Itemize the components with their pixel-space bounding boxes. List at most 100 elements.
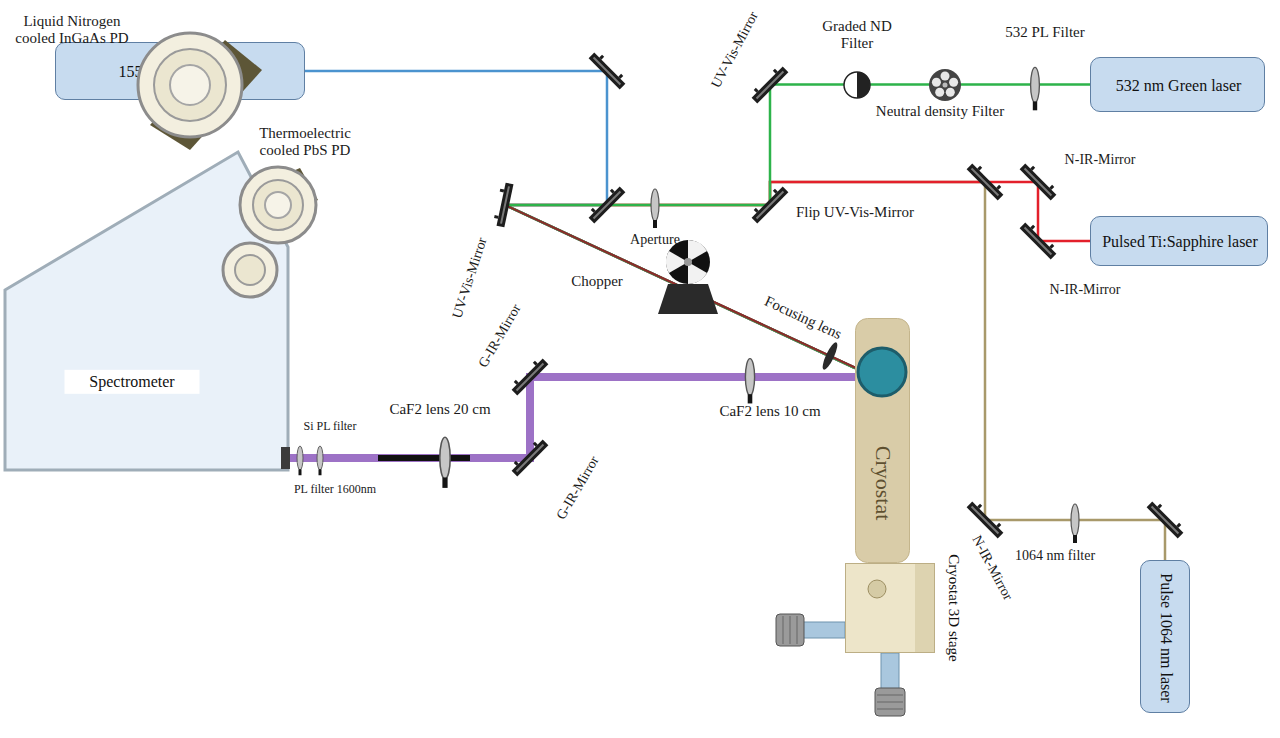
spectrometer: Spectrometer: [0, 135, 288, 475]
nd-filter-wheel: [949, 78, 958, 87]
stage-knob: [881, 653, 899, 691]
nd-filter-wheel: [941, 72, 950, 81]
graded-nd-filter: [844, 72, 870, 98]
cryostat: Cryostat: [855, 318, 910, 563]
laser-beam: [288, 377, 855, 458]
node-label: 532 nm Green laser: [1116, 76, 1242, 94]
knob-ridge: [877, 709, 903, 710]
spectrometer-housing: [0, 135, 288, 475]
knob-ridge: [790, 616, 791, 644]
component-label: N-IR-Mirror: [1065, 152, 1136, 168]
mirror: [1020, 161, 1060, 201]
component-label: PL filter 1600nm: [294, 483, 376, 497]
nd-filter-wheel: [929, 69, 961, 101]
pbs-detector: [253, 180, 303, 230]
laser-box: 532 nm Green laser: [1090, 57, 1265, 112]
component-label: 532 PL Filter: [1005, 24, 1084, 41]
component-label: Graded ND Filter: [815, 18, 900, 53]
node-label: Cryostat: [870, 446, 895, 521]
chopper-stand: [658, 284, 718, 314]
component-label: Focusing lens: [762, 293, 844, 344]
laser-beam: [305, 71, 855, 368]
mirror: [1020, 220, 1060, 260]
mirror: [586, 184, 626, 224]
aperture: [651, 189, 659, 228]
knob-ridge: [797, 616, 798, 644]
stage-body: [845, 563, 935, 653]
mirror: [509, 356, 549, 396]
mirror: [967, 499, 1007, 539]
stage-knob: [800, 622, 845, 638]
stage-hole: [868, 580, 886, 598]
knob-ridge: [877, 702, 903, 703]
component-label: CaF2 lens 10 cm: [719, 403, 820, 420]
node-label: Spectrometer: [65, 370, 200, 394]
lens-tube: [378, 455, 470, 461]
pl-filter: [317, 446, 323, 475]
laser-beam: [505, 182, 1165, 560]
laser-filter: [1071, 504, 1079, 543]
node-label: Pulsed Ti:Sapphire laser: [1102, 233, 1258, 251]
component-label: Chopper: [571, 273, 623, 290]
component-label: 1064 nm filter: [1015, 548, 1095, 564]
mirror: [509, 437, 549, 477]
focusing-lens: [820, 341, 840, 372]
flip-mirror: [749, 184, 789, 224]
nd-filter-wheel: [932, 78, 941, 87]
component-label: Thermoelectric cooled PbS PD: [250, 125, 360, 160]
cryostat-stage: Cryostat 3D stage: [845, 563, 935, 653]
laser-beam: [505, 85, 1090, 369]
stage-block: [846, 564, 935, 653]
component-label: N-IR-Mirror: [1050, 282, 1121, 298]
node-label: Cryostat 3D stage: [944, 554, 961, 661]
caf2-lens: [745, 359, 754, 404]
component-label: CaF2 lens 20 cm: [389, 401, 490, 418]
node-label: Pulse 1064 nm laser: [1157, 573, 1175, 702]
component-label: Flip UV-Vis-Mirror: [796, 204, 914, 221]
laser-box: Pulse 1064 nm laser: [1140, 560, 1190, 713]
excitation-beam: [505, 205, 856, 368]
stage-side: [915, 564, 934, 652]
detector-port: [235, 255, 265, 285]
component-label: G-IR-Mirror: [553, 453, 602, 522]
component-label: Neutral density Filter: [876, 103, 1004, 120]
pbs-detector: [240, 167, 316, 243]
laser-beam: [505, 182, 1090, 368]
chopper-hub: [684, 258, 692, 266]
cryostat-body: [855, 318, 910, 563]
detector-port: [223, 243, 277, 297]
component-label: UV-Vis-Mirror: [449, 235, 490, 320]
component-label: Liquid Nitrogen cooled InGaAs PD: [5, 13, 140, 48]
component-label: UV-Vis-Mirror: [708, 9, 762, 91]
caf2-lens: [440, 437, 450, 488]
nd-filter-wheel: [943, 83, 948, 88]
knob-ridge: [877, 695, 903, 696]
mirror: [967, 161, 1007, 201]
entrance-slit: [281, 447, 290, 469]
chopper-blade: [688, 262, 707, 284]
laser-box: Pulsed Ti:Sapphire laser: [1090, 216, 1268, 266]
knob-ridge: [783, 616, 784, 644]
ingaas-detector: [138, 33, 242, 137]
pl-filter: [1031, 67, 1040, 110]
graded-nd-filter: [857, 72, 870, 98]
chopper-blade: [688, 240, 707, 262]
pl-filter: [297, 446, 303, 475]
cryostat-window: [858, 348, 906, 396]
nd-filter-wheel: [935, 88, 944, 97]
cryostat-column: [856, 319, 910, 563]
ingaas-detector: [170, 65, 210, 105]
stage-knob: [776, 614, 804, 646]
nd-filter-wheel: [946, 88, 955, 97]
mirror: [493, 182, 514, 228]
component-label: N-IR-Mirror: [968, 533, 1015, 603]
mirror: [1147, 499, 1187, 539]
component-label: G-IR-Mirror: [475, 301, 524, 370]
pbs-detector: [265, 192, 291, 218]
mirror: [749, 64, 789, 104]
component-label: Aperture: [630, 232, 680, 248]
stage-knob: [875, 688, 905, 716]
component-label: Si PL filter: [304, 420, 357, 434]
